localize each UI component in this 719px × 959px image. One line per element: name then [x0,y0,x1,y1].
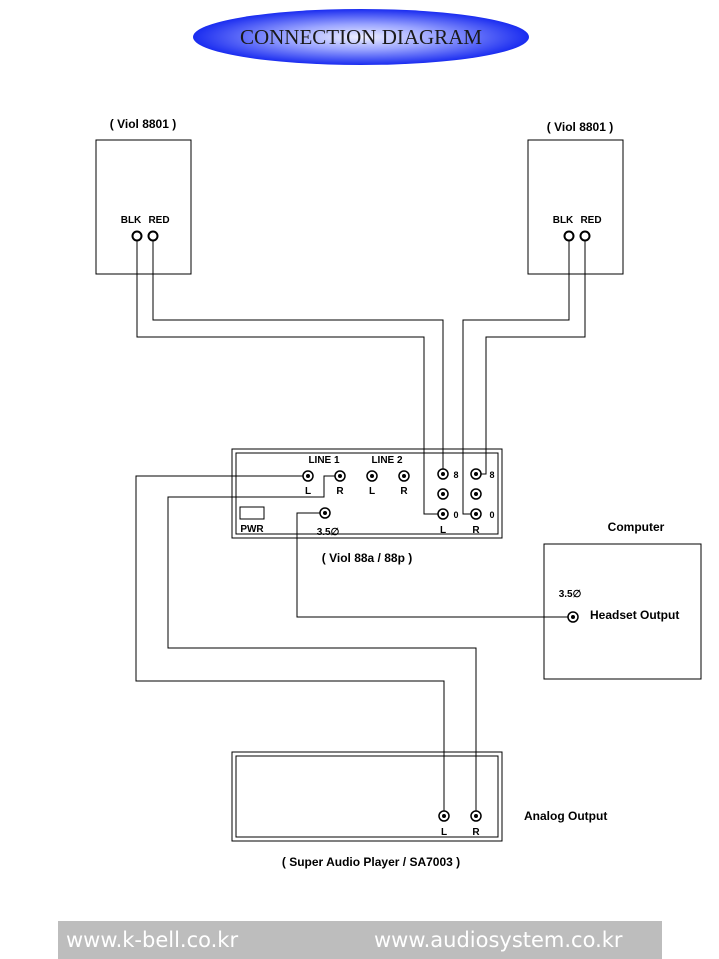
wire-right-speaker-red [476,241,586,475]
wires [135,241,586,816]
amp-line2-l-label: L [369,486,375,497]
amp-out-r-8-label: 8 [489,470,494,480]
wire-line1-right [167,475,477,816]
amp-line1-label: LINE 1 [308,455,340,466]
footer-link-k-bell[interactable]: www.k-bell.co.kr [66,928,239,952]
amp-power-switch [239,506,265,520]
player-out-r-label: R [472,827,480,838]
speaker-right-blk-terminal [563,230,575,242]
speaker-left-label: ( Viol 8801 ) [110,117,176,131]
amp-out-r-label: R [472,525,480,536]
amp-line2-r-label: R [400,486,408,497]
speaker-right-blk-label: BLK [553,215,574,226]
speaker-left-red-label: RED [148,215,169,226]
player-label: ( Super Audio Player / SA7003 ) [282,855,460,869]
wire-computer-headset [296,512,573,618]
footer-bar: www.k-bell.co.kr www.audiosystem.co.kr [58,921,662,959]
amp-3-5-label: 3.5∅ [317,527,340,538]
computer-title: Computer [608,520,665,534]
speaker-left: ( Viol 8801 ) BLK RED [95,117,192,275]
speaker-right: ( Viol 8801 ) BLK RED [527,120,624,275]
audio-player: L R Analog Output ( Super Audio Player /… [231,751,607,869]
wire-left-speaker-blk [136,241,443,515]
amp-line1-l-label: L [305,486,311,497]
wire-right-speaker-blk [462,241,570,515]
amplifier: LINE 1 LINE 2 L R L R 8 0 8 0 L R [231,448,503,565]
page-title: CONNECTION DIAGRAM [240,25,482,49]
speaker-right-label: ( Viol 8801 ) [547,120,613,134]
amp-out-r-0-label: 0 [489,510,494,520]
speaker-right-red-terminal [579,230,591,242]
speaker-left-red-terminal [147,230,159,242]
amplifier-label: ( Viol 88a / 88p ) [322,551,412,565]
amp-line1-r-label: R [336,486,344,497]
player-out-l-label: L [441,827,447,838]
computer-headset-label: Headset Output [590,608,679,622]
speaker-left-blk-terminal [131,230,143,242]
amp-out-l-0-label: 0 [453,510,458,520]
wire-left-speaker-red [152,241,444,474]
amp-out-l-8-label: 8 [453,470,458,480]
speaker-right-red-label: RED [580,215,601,226]
player-analog-output-label: Analog Output [524,809,607,823]
wire-line1-left [135,475,445,816]
amp-out-l-label: L [440,525,446,536]
computer: Computer 3.5∅ Headset Output [543,520,702,680]
amp-pwr-label: PWR [240,524,264,535]
speaker-left-blk-label: BLK [121,215,142,226]
title-banner: CONNECTION DIAGRAM [193,9,529,65]
amp-line2-label: LINE 2 [371,455,403,466]
computer-jack-label: 3.5∅ [559,589,582,600]
footer-link-audiosystem[interactable]: www.audiosystem.co.kr [374,928,623,952]
